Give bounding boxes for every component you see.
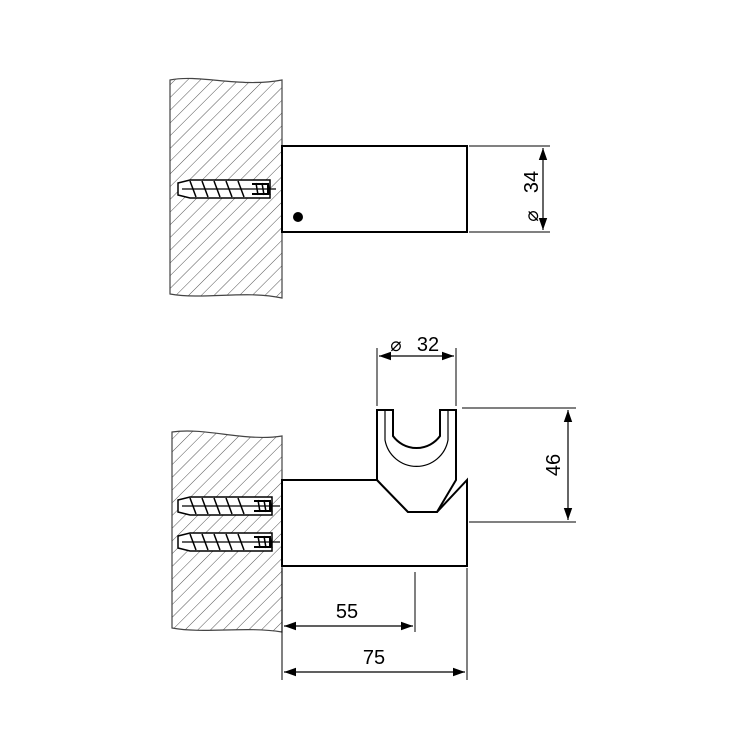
- height-46-label: 46: [543, 454, 565, 476]
- bottom-view: ⌀ 32 46 55 75: [171, 334, 576, 680]
- set-screw-icon: [293, 212, 303, 222]
- holder-clip-inner: [384, 410, 449, 467]
- diameter-32-symbol: ⌀: [390, 334, 401, 356]
- depth-55-label: 55: [336, 601, 358, 623]
- top-view: ⌀ 34: [169, 77, 550, 299]
- diameter-34-symbol: ⌀: [521, 210, 543, 221]
- wall-anchor-top: [177, 179, 276, 199]
- wall-mount-cylinder: [281, 145, 468, 233]
- diameter-32-label: 32: [417, 334, 439, 356]
- wall-anchor-lower: [177, 532, 280, 552]
- wall-anchor-upper: [177, 496, 280, 516]
- wall-section-bottom: [171, 430, 283, 633]
- shower-holder-clip: [376, 409, 457, 513]
- depth-75-label: 75: [363, 647, 385, 669]
- diameter-34-label: 34: [521, 171, 543, 193]
